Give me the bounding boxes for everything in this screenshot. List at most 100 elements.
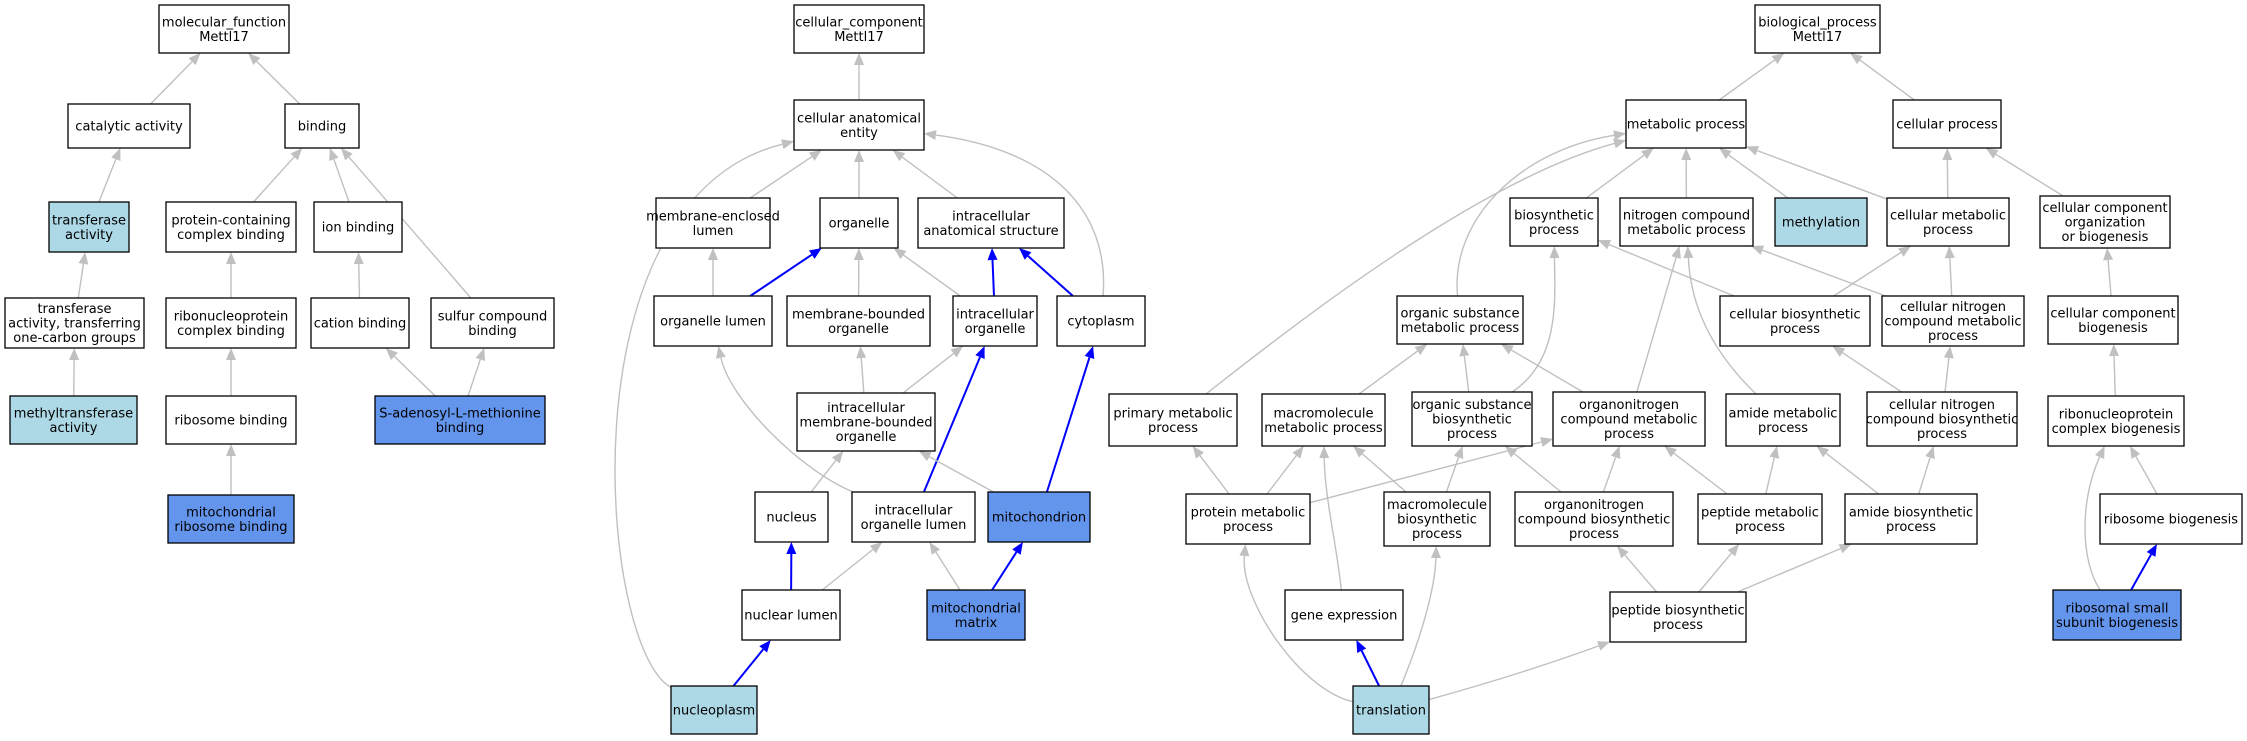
term-box[interactable]: [9, 395, 138, 445]
term-box[interactable]: [2039, 195, 2171, 249]
term-box[interactable]: [670, 685, 758, 735]
term-box[interactable]: [1396, 295, 1524, 345]
term-box[interactable]: [1509, 197, 1599, 247]
term-box[interactable]: [786, 295, 931, 347]
term-box[interactable]: [1719, 295, 1871, 347]
term-box[interactable]: [987, 491, 1091, 543]
term-box[interactable]: [1866, 391, 2018, 447]
term-box[interactable]: [1383, 491, 1491, 547]
term-node-mf-catalytic[interactable]: catalytic activity: [67, 103, 191, 149]
term-box[interactable]: [4, 297, 145, 349]
term-box[interactable]: [167, 494, 295, 544]
term-node-bp-gene-expression[interactable]: gene expression: [1284, 589, 1404, 641]
term-node-cc-organelle-lumen[interactable]: organelle lumen: [653, 295, 773, 347]
term-box[interactable]: [819, 197, 899, 249]
term-box[interactable]: [48, 201, 130, 253]
term-box[interactable]: [67, 103, 191, 149]
term-box[interactable]: [310, 297, 410, 349]
term-node-mf-ribosome-binding[interactable]: ribosome binding: [165, 395, 297, 445]
term-box[interactable]: [655, 197, 771, 249]
term-box[interactable]: [793, 99, 925, 151]
term-box[interactable]: [165, 297, 297, 349]
term-box[interactable]: [2047, 295, 2179, 345]
term-box[interactable]: [1881, 295, 2025, 347]
term-box[interactable]: [653, 295, 773, 347]
term-box[interactable]: [2099, 493, 2243, 545]
term-node-cc-nuclear-lumen[interactable]: nuclear lumen: [741, 589, 841, 641]
term-box[interactable]: [1185, 493, 1311, 545]
term-box[interactable]: [1056, 295, 1146, 347]
term-box[interactable]: [1352, 685, 1430, 735]
term-box[interactable]: [917, 197, 1065, 249]
term-node-bp-translation[interactable]: translation: [1352, 685, 1430, 735]
term-box[interactable]: [1284, 589, 1404, 641]
term-box[interactable]: [1108, 393, 1238, 447]
term-box[interactable]: [2052, 589, 2182, 641]
term-node-mf-ion-binding[interactable]: ion binding: [313, 201, 403, 253]
term-box[interactable]: [1754, 4, 1881, 54]
term-box[interactable]: [313, 201, 403, 253]
term-box[interactable]: [1514, 491, 1674, 547]
term-node-bp-ribosome-biogenesis[interactable]: ribosome biogenesis: [2099, 493, 2243, 545]
term-box[interactable]: [1725, 393, 1841, 447]
term-node-cc-nucleus[interactable]: nucleus: [754, 491, 829, 543]
term-box[interactable]: [754, 491, 829, 543]
term-node-cc-mitochondrion[interactable]: mitochondrion: [987, 491, 1091, 543]
term-node-bp-metabolic[interactable]: metabolic process: [1625, 99, 1747, 149]
term-node-cc-organelle[interactable]: organelle: [819, 197, 899, 249]
term-box[interactable]: [1609, 591, 1747, 643]
term-box[interactable]: [1886, 197, 2010, 247]
term-box[interactable]: [1411, 391, 1533, 447]
term-box[interactable]: [1619, 197, 1754, 247]
term-box[interactable]: [1774, 197, 1868, 247]
term-box[interactable]: [796, 392, 936, 452]
term-box[interactable]: [952, 295, 1038, 347]
term-box[interactable]: [741, 589, 841, 641]
term-box[interactable]: [374, 395, 546, 445]
term-node-bp-methylation[interactable]: methylation: [1774, 197, 1868, 247]
term-box[interactable]: [158, 4, 290, 54]
term-box[interactable]: [2047, 395, 2185, 447]
term-node-mf-cation-binding[interactable]: cation binding: [310, 297, 410, 349]
term-box[interactable]: [1697, 493, 1823, 545]
term-node-cc-nucleoplasm[interactable]: nucleoplasm: [670, 685, 758, 735]
term-node-cc-cytoplasm[interactable]: cytoplasm: [1056, 295, 1146, 347]
term-box[interactable]: [926, 589, 1026, 641]
term-box[interactable]: [1892, 99, 2002, 149]
